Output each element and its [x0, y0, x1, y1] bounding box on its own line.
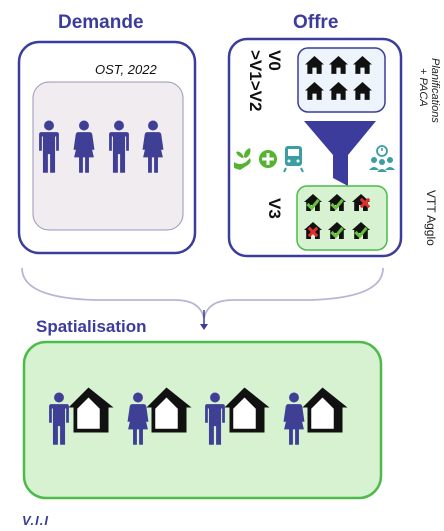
spatialisation-title: Spatialisation	[36, 317, 147, 336]
planification-label: Planifications	[429, 58, 441, 123]
demand-source-label: OST, 2022	[95, 62, 157, 77]
demande-title: Demande	[58, 12, 144, 33]
offre-title: Offre	[293, 12, 339, 33]
plant-hand-icon	[234, 148, 251, 170]
paca-label: + PACA	[417, 68, 429, 107]
constraint-icons	[234, 145, 395, 173]
community-icon	[369, 145, 395, 172]
filtered-housing-box	[296, 185, 388, 251]
health-cross-icon	[259, 150, 277, 168]
scenario-v1-v2-label: >V1>V2	[246, 50, 265, 112]
spatialisation-box	[22, 340, 383, 500]
footer-label: V.I.I	[22, 513, 49, 528]
demande-population-box	[32, 81, 184, 231]
funnel-icon	[304, 121, 376, 186]
housing-stock-box	[297, 47, 386, 113]
scenario-v0-label: V0	[265, 50, 284, 71]
train-icon	[283, 146, 304, 173]
merge-bracket	[21, 267, 384, 319]
vtt-agglo-label: VTT Agglo	[424, 190, 438, 246]
scenario-v3-label: V3	[265, 198, 284, 219]
